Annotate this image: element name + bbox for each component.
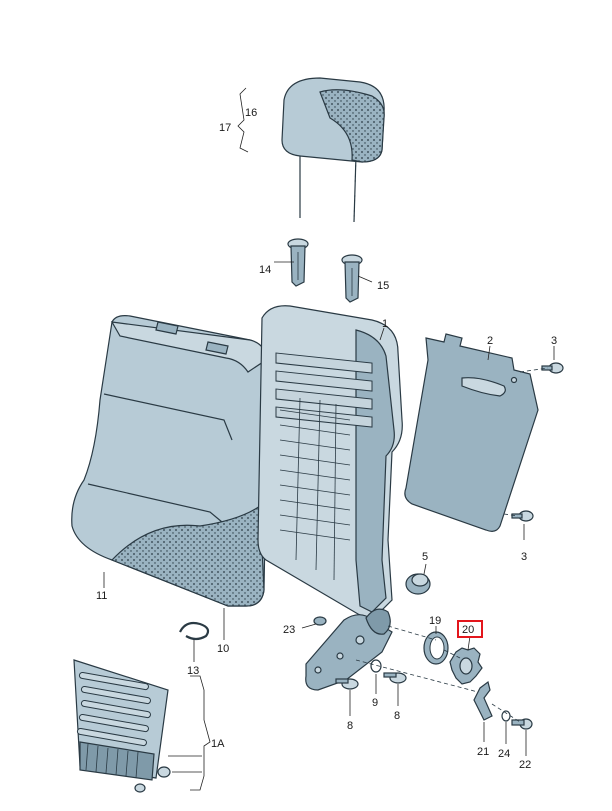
label-11: 11	[96, 590, 107, 602]
label-16: 16	[245, 107, 257, 119]
label-23: 23	[283, 624, 295, 636]
label-8-left: 8	[347, 720, 353, 732]
knob-5-part	[405, 573, 431, 595]
label-3-top: 3	[551, 335, 557, 347]
rear-cover-panel-part	[404, 333, 539, 532]
bolt-8-right-part	[383, 672, 407, 684]
lumbar-support-part	[73, 659, 171, 793]
ring-19-part	[423, 631, 449, 665]
label-15: 15	[377, 280, 389, 292]
label-13: 13	[187, 665, 199, 677]
backrest-frame-part	[257, 305, 403, 621]
label-5: 5	[422, 551, 428, 563]
label-1: 1	[382, 318, 388, 330]
label-17: 17	[219, 122, 231, 134]
washer-24-part	[501, 710, 511, 722]
label-19: 19	[429, 615, 441, 627]
label-14: 14	[259, 264, 271, 276]
label-21: 21	[477, 746, 489, 758]
label-1A: 1A	[211, 738, 225, 750]
bolt-8-left-part	[335, 678, 359, 690]
label-9: 9	[372, 697, 378, 709]
label-22: 22	[519, 759, 531, 771]
label-2: 2	[487, 335, 493, 347]
lever-21-part	[473, 680, 493, 721]
label-24: 24	[498, 748, 510, 760]
label-20: 20	[462, 624, 474, 636]
label-10: 10	[217, 643, 229, 655]
headrest-guide-right	[341, 254, 363, 303]
highlight-box-20	[457, 620, 483, 638]
screw-22-part	[511, 718, 533, 730]
washer-9-part	[370, 659, 382, 673]
label-8-right: 8	[394, 710, 400, 722]
recliner-bracket-part	[305, 608, 393, 691]
leader-lines	[103, 87, 555, 791]
part-labels: 16 17 14 15 1 2 3 3 5 11 10 13 23 19 20 …	[96, 107, 557, 771]
screw-3-top-part	[541, 362, 564, 374]
bolt-23-part	[313, 616, 327, 626]
label-3-bottom: 3	[521, 551, 527, 563]
gear-20-part	[449, 647, 483, 685]
headrest-part	[281, 77, 385, 223]
headrest-guide-left	[287, 238, 309, 287]
clip-13-part	[179, 621, 210, 641]
backrest-cushion-part	[71, 315, 269, 607]
screw-3-bottom-part	[511, 510, 534, 522]
assembly-lines	[355, 367, 549, 723]
